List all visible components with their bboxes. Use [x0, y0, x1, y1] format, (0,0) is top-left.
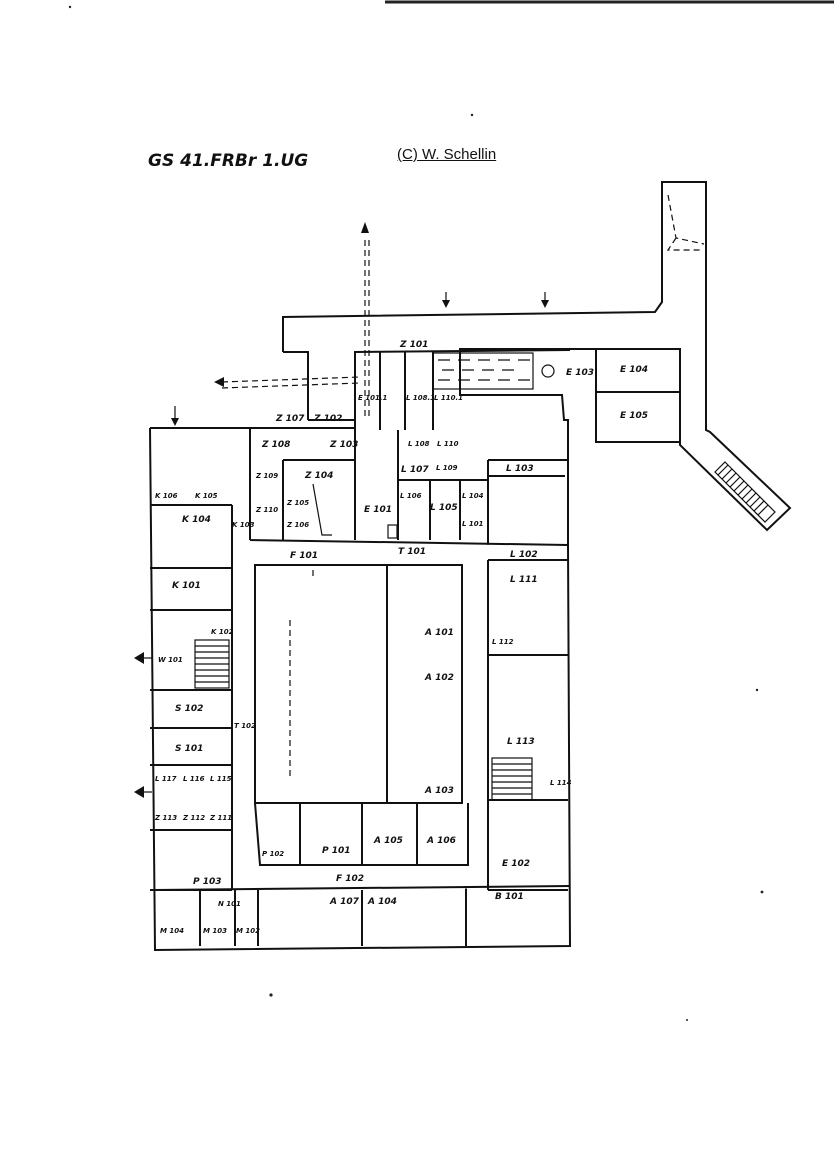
- room-label: Z 105: [286, 499, 309, 507]
- room-label: L 108.1: [406, 394, 435, 402]
- room-label: Z 109: [255, 472, 278, 480]
- room-label: K 104: [182, 515, 211, 525]
- room-label: W 101: [158, 656, 183, 664]
- room-label: L 116: [183, 775, 205, 783]
- room-label: K 105: [195, 492, 218, 500]
- room-label: L 101: [462, 520, 484, 528]
- room-label: M 103: [203, 927, 227, 935]
- room-label: P 103: [193, 877, 222, 887]
- room-label: L 111: [510, 575, 538, 585]
- room-label: E 102: [502, 859, 530, 869]
- room-label: M 102: [236, 927, 260, 935]
- room-label: Z 101: [399, 340, 428, 350]
- e104-e105-walls: [596, 348, 681, 442]
- room-label: P 102: [262, 850, 284, 858]
- west-rooms: [150, 504, 233, 891]
- room-label: Z 103: [329, 440, 358, 450]
- room-labels: Z 101 E 101.1 L 108.1 L 110.1 E 103 E 10…: [154, 340, 648, 935]
- scan-specks: [68, 5, 764, 1021]
- room-label: P 101: [322, 846, 351, 856]
- room-label: Z 112: [182, 814, 205, 822]
- dashed-paths: [221, 240, 370, 420]
- room-label: E 105: [620, 411, 648, 421]
- room-label: L 104: [462, 492, 484, 500]
- room-label: Z 104: [304, 471, 333, 481]
- south-rooms: [254, 802, 469, 866]
- room-label: Z 111: [209, 814, 232, 822]
- room-label: L 110.1: [434, 394, 463, 402]
- room-label: Z 110: [255, 506, 278, 514]
- room-label: F 102: [336, 874, 364, 884]
- room-label: A 107: [329, 897, 360, 907]
- room-label: T 102: [234, 722, 256, 730]
- east-rooms: [487, 559, 568, 891]
- room-label: K 101: [172, 581, 201, 591]
- inner-courtyard: [254, 564, 463, 804]
- room-label: L 102: [510, 550, 538, 560]
- top-wing-dashes: [666, 194, 705, 251]
- room-label: L 117: [155, 775, 177, 783]
- room-label: L 113: [507, 737, 535, 747]
- credit-text: (C) W. Schellin: [397, 146, 497, 163]
- courtyard-dashes: [289, 570, 314, 780]
- upper-interior-walls: [249, 352, 569, 546]
- north-south-band: [154, 885, 571, 946]
- room-label: E 104: [620, 365, 648, 375]
- room-label: L 110: [437, 440, 459, 448]
- room-label: N 101: [218, 900, 241, 908]
- z106-slope: [312, 483, 332, 536]
- e101-cutout: [387, 524, 398, 539]
- room-label: S 101: [175, 744, 203, 754]
- right-stair: [714, 461, 776, 523]
- room-label: A 103: [424, 786, 454, 796]
- room-label: F 101: [290, 551, 318, 561]
- room-label: L 107: [401, 465, 429, 475]
- room-label: L 109: [436, 464, 458, 472]
- east-stair: [491, 757, 533, 801]
- west-stair: [194, 639, 230, 689]
- room-label: L 105: [430, 503, 458, 513]
- room-label: Z 107: [275, 414, 305, 424]
- room-label: L 114: [550, 779, 572, 787]
- room-label: Z 113: [154, 814, 177, 822]
- room-label: L 112: [492, 638, 514, 646]
- hatched-block: [432, 352, 555, 390]
- room-label: K 103: [232, 521, 255, 529]
- room-label: S 102: [175, 704, 203, 714]
- room-label: K 102: [211, 628, 234, 636]
- handwritten-title: GS 41.FRBr 1.UG: [148, 151, 308, 171]
- room-label: E 101.1: [358, 394, 387, 402]
- room-label: A 106: [426, 836, 456, 846]
- room-label: Z 102: [313, 414, 342, 424]
- room-label: L 115: [210, 775, 232, 783]
- room-label: Z 108: [261, 440, 290, 450]
- room-label: A 105: [373, 836, 403, 846]
- top-corridor-outline: [282, 181, 792, 545]
- room-label: L 106: [400, 492, 422, 500]
- room-label: E 103: [566, 368, 594, 378]
- room-label: B 101: [495, 892, 524, 902]
- arrow-icons: [134, 222, 549, 798]
- room-label: T 101: [398, 547, 426, 557]
- room-label: L 108: [408, 440, 430, 448]
- room-label: K 106: [155, 492, 178, 500]
- room-label: A 104: [367, 897, 397, 907]
- room-label: Z 106: [286, 521, 309, 529]
- room-label: E 101: [364, 505, 392, 515]
- room-label: L 103: [506, 464, 534, 474]
- room-label: M 104: [160, 927, 184, 935]
- room-label: A 101: [424, 628, 454, 638]
- room-label: A 102: [424, 673, 454, 683]
